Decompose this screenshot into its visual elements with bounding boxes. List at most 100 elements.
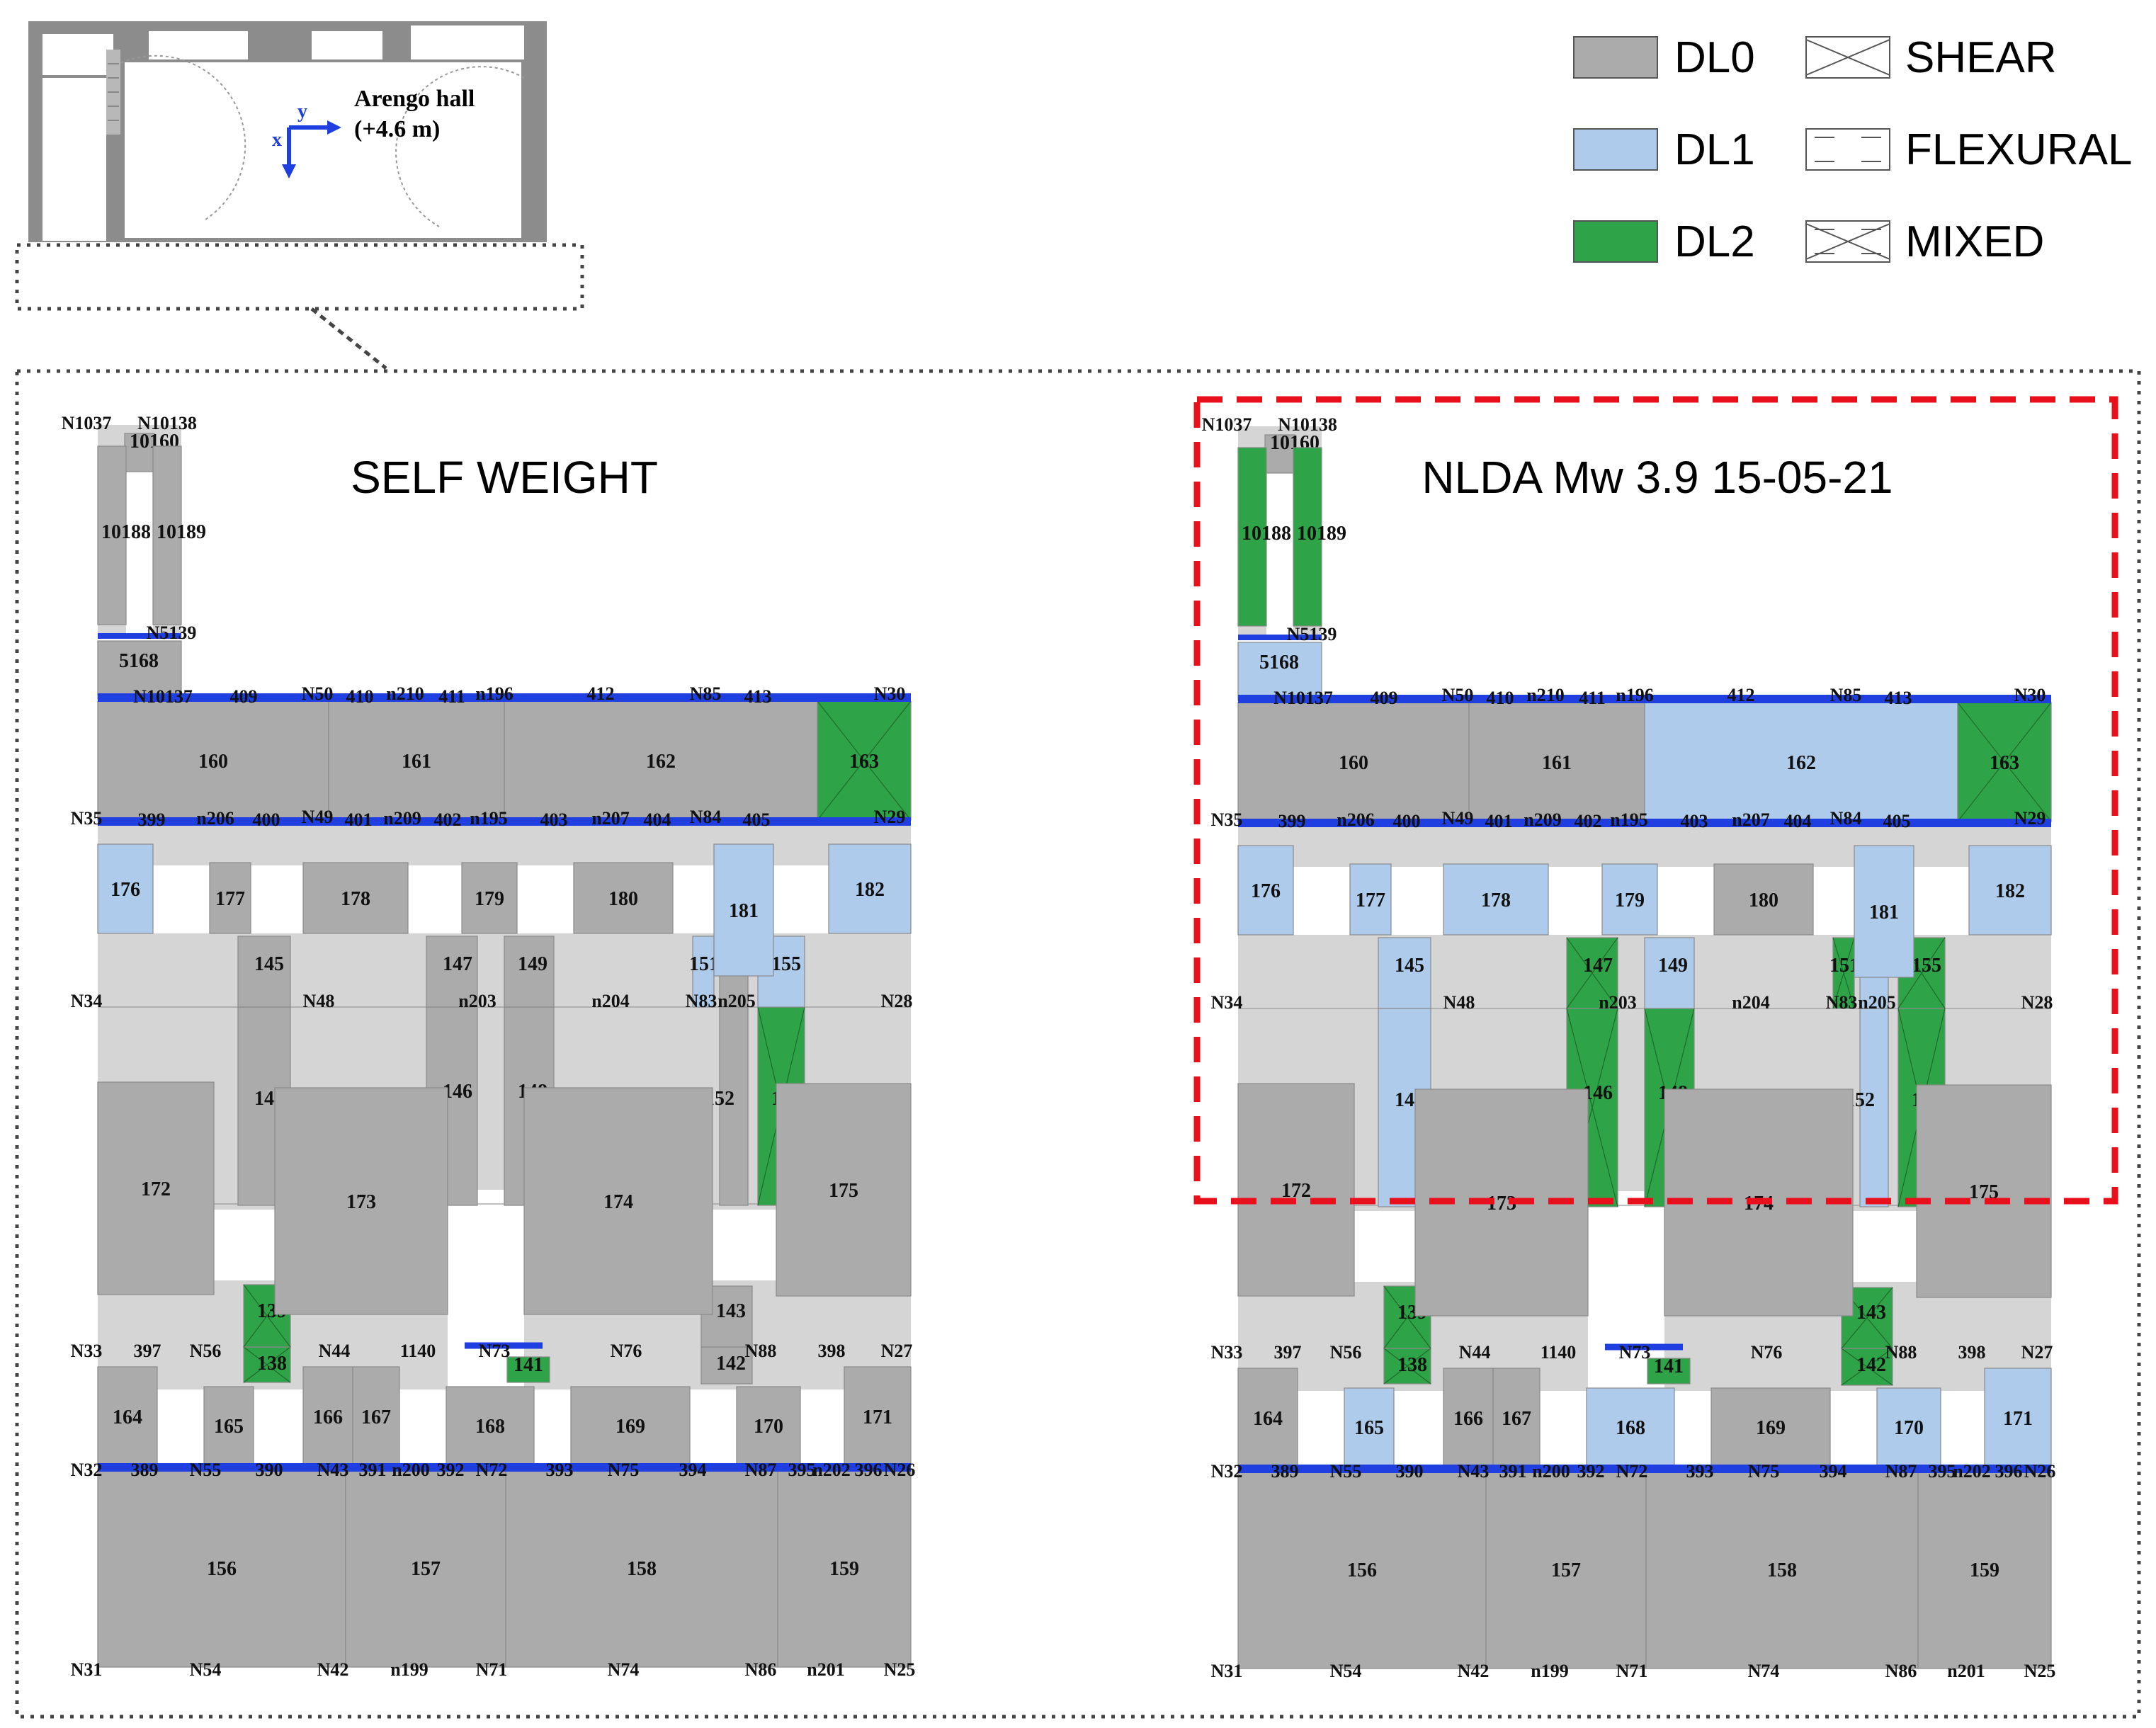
element-165[interactable]: 165 — [203, 1386, 254, 1465]
element-141[interactable]: 141 — [506, 1354, 550, 1383]
node-n199: n199 — [1531, 1661, 1568, 1681]
element-171[interactable]: 171 — [1984, 1368, 2052, 1468]
node-n402: 402 — [434, 809, 462, 830]
node-N74: N74 — [608, 1659, 640, 1680]
node-n400: 400 — [253, 809, 280, 830]
node-N31: N31 — [1211, 1661, 1243, 1681]
element-label: 166 — [1453, 1408, 1483, 1430]
node-N85: N85 — [690, 683, 722, 704]
element-161[interactable]: 161 — [328, 700, 505, 821]
element-10189[interactable]: 10189 — [1293, 447, 1346, 627]
node-n412: 412 — [587, 683, 615, 704]
element-152[interactable]: 152 — [1845, 1008, 1889, 1207]
node-n403: 403 — [540, 809, 568, 830]
element-141[interactable]: 141 — [1647, 1355, 1691, 1385]
node-n400: 400 — [1393, 811, 1421, 831]
element-157[interactable]: 157 — [345, 1468, 506, 1668]
element-181[interactable]: 181 — [1854, 845, 1914, 978]
element-177[interactable]: 177 — [209, 862, 251, 934]
wall-opening — [1548, 867, 1602, 935]
element-162[interactable]: 162 — [1644, 702, 1958, 822]
node-n403: 403 — [1681, 811, 1708, 831]
element-160[interactable]: 160 — [97, 700, 329, 821]
element-161[interactable]: 161 — [1468, 702, 1645, 822]
element-label: 172 — [141, 1178, 171, 1200]
element-label: 169 — [615, 1416, 645, 1438]
element-168[interactable]: 168 — [446, 1386, 535, 1465]
element-164[interactable]: 164 — [97, 1366, 158, 1467]
element-label: 167 — [1502, 1408, 1531, 1430]
node-N55: N55 — [1330, 1461, 1362, 1482]
element-147[interactable]: 147 — [1566, 937, 1618, 1009]
element-170[interactable]: 170 — [1876, 1387, 1941, 1467]
element-182[interactable]: 182 — [1968, 845, 2052, 936]
node-n404: 404 — [1784, 811, 1812, 831]
element-163[interactable]: 163 — [817, 700, 912, 821]
element-166[interactable]: 166 — [302, 1366, 353, 1467]
element-170[interactable]: 170 — [736, 1386, 801, 1465]
element-160[interactable]: 160 — [1237, 702, 1470, 822]
element-5168[interactable]: 5168 — [1237, 642, 1322, 701]
element-167[interactable]: 167 — [352, 1366, 400, 1467]
element-10188[interactable]: 10188 — [1237, 447, 1291, 627]
element-178[interactable]: 178 — [1443, 863, 1549, 936]
element-177[interactable]: 177 — [1349, 863, 1392, 936]
element-172[interactable]: 172 — [1237, 1083, 1355, 1297]
wall-opening — [399, 1389, 446, 1463]
element-152[interactable]: 152 — [705, 1006, 749, 1206]
element-10188[interactable]: 10188 — [97, 445, 151, 625]
element-175[interactable]: 175 — [776, 1083, 912, 1297]
element-175[interactable]: 175 — [1916, 1084, 2052, 1298]
element-142[interactable]: 142 — [1841, 1348, 1893, 1386]
element-label: 177 — [1356, 889, 1385, 911]
element-169[interactable]: 169 — [570, 1386, 691, 1465]
element-label: 174 — [603, 1191, 633, 1213]
element-176[interactable]: 176 — [1237, 845, 1294, 936]
element-180[interactable]: 180 — [573, 862, 674, 934]
element-149[interactable]: 149 — [504, 936, 555, 1008]
element-182[interactable]: 182 — [828, 843, 912, 934]
element-142[interactable]: 142 — [700, 1346, 753, 1385]
element-176[interactable]: 176 — [97, 843, 154, 934]
element-10189[interactable]: 10189 — [152, 445, 206, 625]
element-138[interactable]: 138 — [243, 1346, 291, 1383]
element-165[interactable]: 165 — [1344, 1387, 1395, 1467]
element-158[interactable]: 158 — [505, 1468, 778, 1668]
element-162[interactable]: 162 — [504, 700, 818, 821]
element-171[interactable]: 171 — [844, 1366, 912, 1467]
element-159[interactable]: 159 — [1917, 1470, 2052, 1669]
element-149[interactable]: 149 — [1644, 937, 1695, 1009]
element-167[interactable]: 167 — [1492, 1368, 1541, 1468]
element-164[interactable]: 164 — [1237, 1368, 1298, 1468]
legend-swatch-mixed — [1805, 220, 1890, 263]
element-158[interactable]: 158 — [1645, 1470, 1919, 1669]
element-label: 171 — [2003, 1408, 2033, 1430]
element-163[interactable]: 163 — [1957, 702, 2052, 822]
element-179[interactable]: 179 — [461, 862, 518, 934]
element-label: 155 — [771, 953, 801, 975]
element-178[interactable]: 178 — [302, 862, 409, 934]
element-145[interactable]: 145 — [237, 936, 291, 1008]
node-N5139: N5139 — [1287, 624, 1337, 644]
element-179[interactable]: 179 — [1601, 863, 1658, 936]
element-143[interactable]: 143 — [700, 1285, 753, 1348]
element-157[interactable]: 157 — [1485, 1470, 1647, 1669]
element-5168[interactable]: 5168 — [97, 640, 182, 700]
element-156[interactable]: 156 — [1237, 1470, 1487, 1669]
wall-opening — [1298, 1391, 1344, 1465]
element-173[interactable]: 173 — [274, 1087, 448, 1315]
element-159[interactable]: 159 — [777, 1468, 912, 1668]
element-181[interactable]: 181 — [713, 843, 774, 977]
element-145[interactable]: 145 — [1378, 937, 1431, 1009]
element-166[interactable]: 166 — [1443, 1368, 1494, 1468]
element-172[interactable]: 172 — [97, 1081, 215, 1295]
node-n405: 405 — [1883, 811, 1911, 831]
element-168[interactable]: 168 — [1586, 1387, 1675, 1467]
element-147[interactable]: 147 — [426, 936, 478, 1008]
element-156[interactable]: 156 — [97, 1468, 346, 1668]
element-label: 143 — [1856, 1302, 1886, 1324]
element-169[interactable]: 169 — [1710, 1387, 1831, 1467]
element-174[interactable]: 174 — [523, 1087, 713, 1315]
element-180[interactable]: 180 — [1713, 863, 1814, 936]
element-138[interactable]: 138 — [1383, 1348, 1431, 1385]
